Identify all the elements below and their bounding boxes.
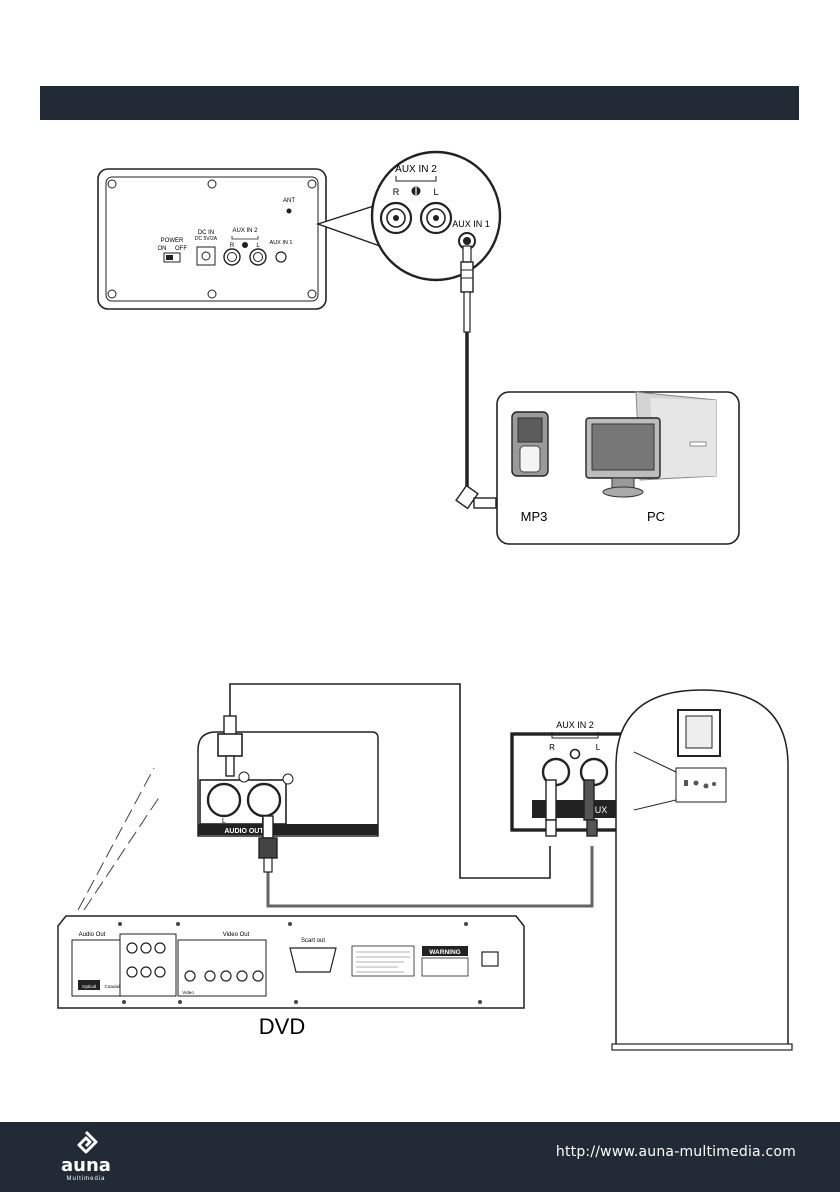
rca-jack-l bbox=[421, 203, 451, 233]
pc-label: PC bbox=[647, 509, 665, 524]
brand-name: auna bbox=[61, 1155, 111, 1176]
power-label: POWER bbox=[161, 238, 184, 244]
rca-jack-r-small bbox=[224, 249, 240, 265]
on-label: ON bbox=[158, 246, 167, 252]
dvd-label: DVD bbox=[259, 1014, 305, 1039]
speaker-back-panel: POWER ON OFF DC IN DC 5V/2A AUX IN 2 R L… bbox=[98, 169, 326, 309]
brand-sub: Multimedia bbox=[66, 1176, 105, 1182]
rca-jack-l-dvd bbox=[208, 784, 240, 816]
warning-label: WARNING bbox=[429, 949, 460, 956]
aux-in2-dvd-label: AUX IN 2 bbox=[556, 720, 594, 730]
r-small-label: R bbox=[230, 243, 235, 249]
mp3-player-icon bbox=[512, 412, 548, 476]
header-bar bbox=[40, 86, 799, 120]
video-label: Video bbox=[182, 990, 194, 995]
audio-out-label: AUDIO OUT bbox=[224, 828, 264, 835]
aux-in1-jack-small bbox=[276, 252, 286, 262]
dc-in-jack bbox=[197, 247, 215, 265]
aux-in1-connection-diagram: POWER ON OFF DC IN DC 5V/2A AUX IN 2 R L… bbox=[0, 136, 840, 556]
aux-in2-dvd-connection-diagram: AUDIO OUT L R AUX IN 2 R L AUX bbox=[0, 676, 840, 1066]
optical-label: Optical bbox=[82, 984, 96, 989]
aux-in1-callout-label: AUX IN 1 bbox=[452, 219, 490, 229]
coaxial-label: Coaxial bbox=[104, 984, 119, 989]
off-label: OFF bbox=[175, 246, 187, 252]
rca-jack-l-small bbox=[250, 249, 266, 265]
l-callout-label: L bbox=[433, 187, 438, 197]
dc-spec-label: DC 5V/2A bbox=[195, 236, 218, 242]
aux-callout-magnifier: AUX IN 2 R L AUX IN 1 bbox=[318, 152, 500, 280]
source-devices-box: MP3 PC bbox=[497, 392, 739, 544]
ant-label: ANT bbox=[283, 198, 295, 204]
r-callout-label: R bbox=[393, 187, 400, 197]
l-dvd-label: L bbox=[222, 818, 226, 825]
rca-jack-r-dvd bbox=[248, 784, 280, 816]
auna-logo-mark-icon bbox=[79, 1132, 96, 1152]
aux-in1-small-label: AUX IN 1 bbox=[270, 240, 293, 246]
scart-label: Scart out bbox=[301, 938, 325, 944]
video-out-label: Video Out bbox=[223, 932, 250, 938]
l2-label: L bbox=[596, 743, 601, 752]
aux-in2-small-label: AUX IN 2 bbox=[232, 228, 258, 234]
r2-label: R bbox=[549, 743, 555, 752]
rca-jack-r bbox=[381, 203, 411, 233]
footer-bar: auna Multimedia http://www.auna-multimed… bbox=[0, 1122, 840, 1192]
auna-logo: auna Multimedia bbox=[46, 1130, 126, 1186]
speaker-tower bbox=[612, 690, 792, 1050]
mp3-label: MP3 bbox=[521, 509, 548, 524]
dvd-audio-out-label: Audio Out bbox=[79, 932, 106, 938]
aux-in2-callout-label: AUX IN 2 bbox=[395, 164, 437, 175]
website-link[interactable]: http://www.auna-multimedia.com bbox=[556, 1144, 796, 1160]
